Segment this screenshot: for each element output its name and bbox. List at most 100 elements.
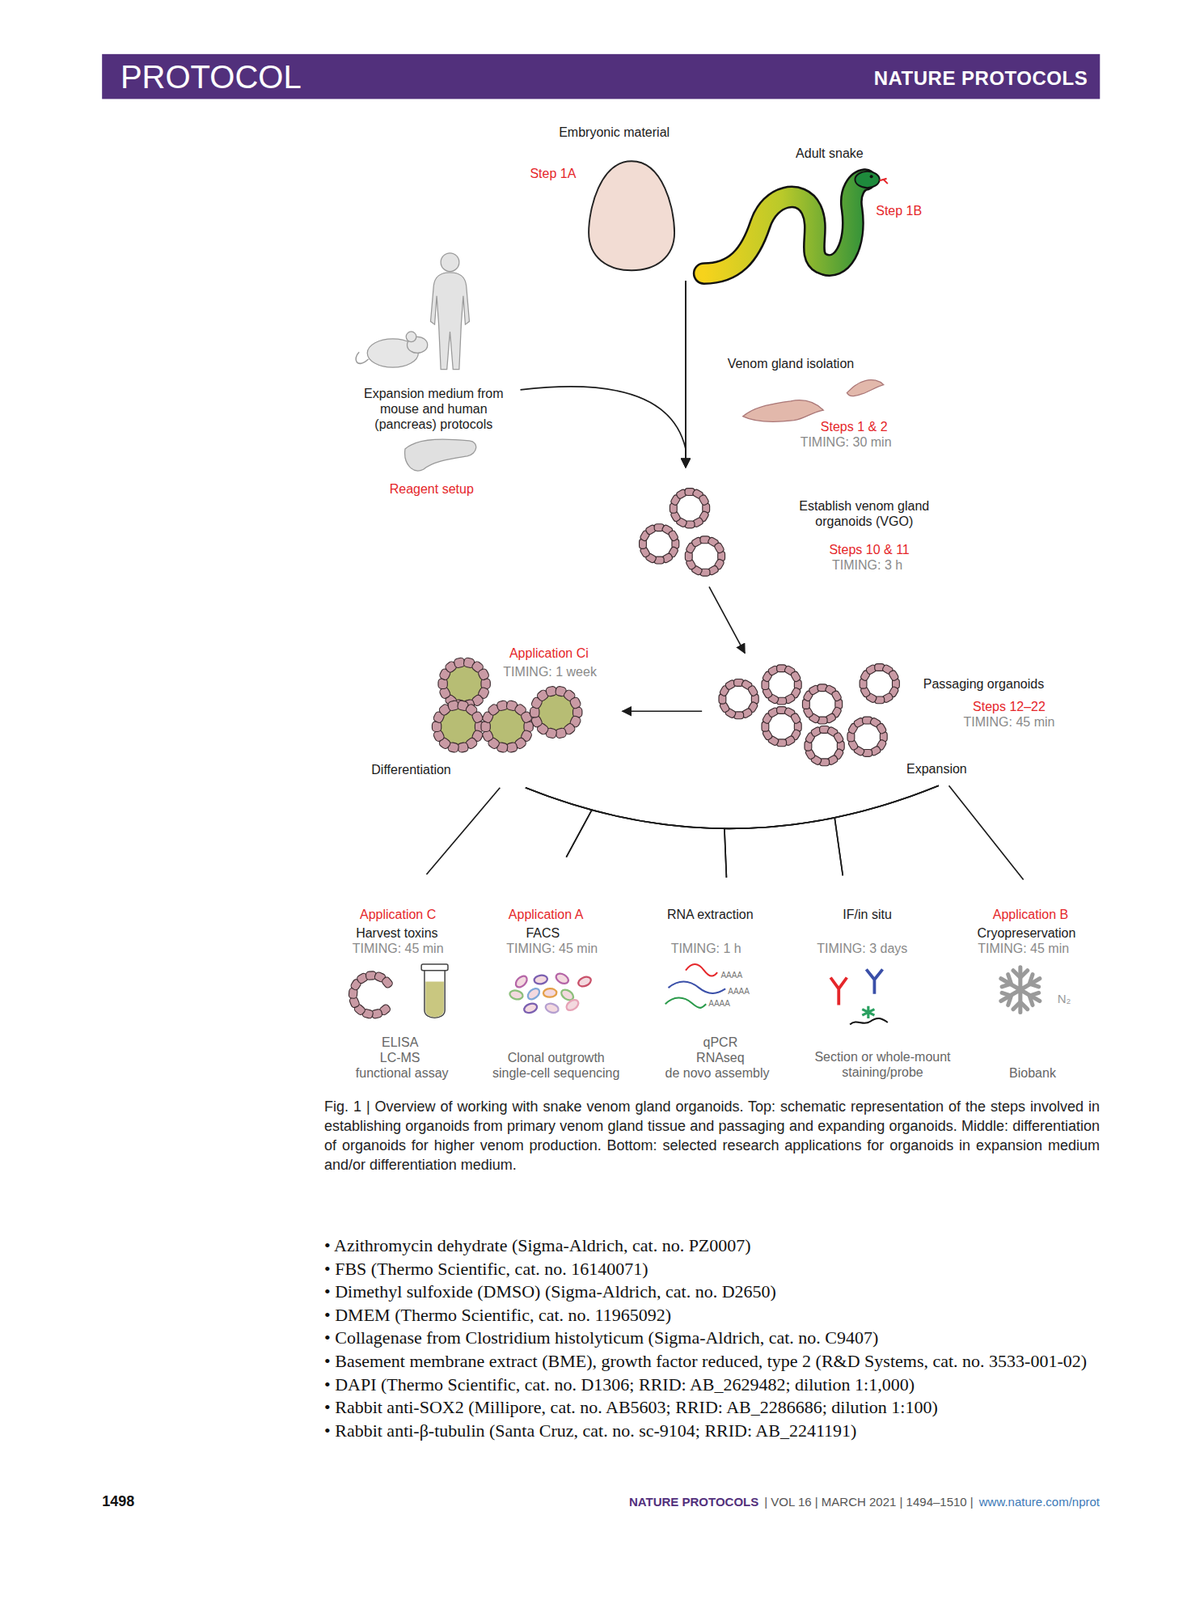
- snake-tongue: [879, 178, 888, 184]
- stage-text: Establish venom gland organoids (VGO): [792, 498, 936, 529]
- snowflake-branch: [1013, 970, 1028, 1010]
- organoid-cell: [523, 721, 533, 732]
- antibody-symbol: [866, 968, 883, 993]
- stage-text: Clonal outgrowth: [507, 1048, 605, 1065]
- organoid-cell: [471, 710, 485, 724]
- human-body: [430, 272, 470, 370]
- antibody-symbol: [830, 976, 847, 1005]
- mouse-ear: [405, 331, 417, 343]
- organoid-cell: [698, 494, 710, 507]
- page-number: 1498: [101, 1491, 135, 1509]
- reagent-item: • Dimethyl sulfoxide (DMSO) (Sigma-Aldri…: [324, 1280, 1100, 1304]
- stage-text: LC-MS: [380, 1048, 421, 1065]
- stage-text: Passaging organoids: [923, 675, 1044, 692]
- footer-url: www.nature.com/nprot: [979, 1494, 1100, 1509]
- stage-text: Steps 1 & 2: [820, 418, 888, 435]
- snowflake-arm: [1001, 967, 1040, 1013]
- flow-connector: [525, 787, 592, 858]
- probe-strand: [849, 1018, 888, 1025]
- reagent-item: • DAPI (Thermo Scientific, cat. no. D130…: [324, 1372, 1100, 1397]
- stage-text: Steps 10 & 11: [828, 540, 909, 557]
- flow-connector: [684, 280, 687, 468]
- organoid-cell: [481, 678, 491, 689]
- stage-group: RNA extractionTIMING: 1 hqPCRRNAseqde no…: [653, 877, 782, 1083]
- stage-text: FACS: [525, 924, 560, 940]
- tube-liquid: [425, 981, 444, 1018]
- rna-strand: [668, 981, 727, 993]
- sorted-cell: [525, 985, 541, 1002]
- sorted-cell: [543, 988, 558, 997]
- snowflake-branch: [1001, 974, 1039, 1006]
- flow-connector: [622, 709, 702, 712]
- rna-strand: [665, 997, 706, 1008]
- stage-text: qPCR: [703, 1033, 739, 1049]
- organoid-cell: [789, 712, 802, 725]
- organoid-cell: [667, 529, 680, 542]
- stage-text: Application B: [992, 906, 1069, 922]
- stage-text: Application Ci: [509, 645, 589, 661]
- stage-text: Harvest toxins: [355, 924, 438, 940]
- flow-connector: [949, 785, 1024, 879]
- header-bar: [101, 54, 1100, 100]
- stage-text: TIMING: 45 min: [977, 939, 1069, 955]
- human-head: [440, 253, 460, 272]
- stage-text: TIMING: 45 min: [352, 939, 444, 955]
- stage-text: Adult snake: [795, 145, 864, 161]
- reagent-item: • Rabbit anti-β-tubulin (Santa Cruz, cat…: [324, 1419, 1100, 1443]
- organoid-cell: [477, 667, 491, 681]
- stage-text: TIMING: 3 h: [832, 556, 903, 572]
- reagent-item: • Azithromycin dehydrate (Sigma-Aldrich,…: [324, 1233, 1100, 1258]
- stage-group: Application AFACSTIMING: 45 minClonal ou…: [484, 857, 633, 1084]
- organoid-cell: [887, 669, 900, 682]
- stage-text: TIMING: 45 min: [963, 713, 1056, 729]
- sorted-cell: [533, 974, 549, 985]
- tube-cap: [421, 963, 448, 971]
- stage-text: TIMING: 45 min: [506, 939, 598, 955]
- stage-text: Application C: [359, 906, 436, 922]
- organoid-cell: [747, 684, 759, 698]
- stage-group: Application C Harvest toxinsTIMING: 45 mi…: [336, 874, 459, 1083]
- venom-gland: [743, 400, 824, 423]
- flow-connector: [684, 280, 687, 468]
- organoid-cell: [832, 731, 845, 744]
- stage-text: Venom gland isolation: [727, 355, 855, 372]
- stage-group: Adult snakeStep 1B: [685, 142, 934, 281]
- stage-text: Embryonic material: [558, 123, 670, 140]
- polya-tail: AAAA: [720, 969, 743, 979]
- stage-text: TIMING: 1 week: [502, 663, 597, 680]
- running-head: PROTOCOL: [120, 58, 302, 95]
- stage-text: Expansion medium from mouse and human (p…: [357, 384, 511, 431]
- stage-group: Expansion medium from mouse and human (p…: [351, 245, 520, 503]
- pancreas-shape: [405, 439, 477, 471]
- stage-text: Cryopreservation: [977, 924, 1077, 940]
- flow-connector: [566, 785, 939, 857]
- organoid-cell: [569, 696, 583, 710]
- footer-volume: | VOL 16 | MARCH 2021 | 1494–1510 |: [764, 1494, 974, 1509]
- stage-text: RNAseq: [696, 1048, 745, 1065]
- reagent-item: • Basement membrane extract (BME), growt…: [324, 1349, 1100, 1373]
- journal-name: NATURE PROTOCOLS: [874, 67, 1088, 90]
- snake-outline: [704, 179, 866, 274]
- sorted-cell: [523, 1001, 539, 1014]
- footer-journal: NATURE PROTOCOLS: [629, 1494, 759, 1509]
- flow-connector: [525, 787, 727, 878]
- flow-connector: [525, 787, 843, 876]
- stage-text: single-cell sequencing: [492, 1064, 620, 1080]
- stage-group: Application CiTIMING: 1 weekDifferentiat…: [362, 640, 623, 788]
- stage-text: ELISA: [381, 1033, 419, 1049]
- stage-text: Section or whole-mount staining/probe: [806, 1048, 959, 1080]
- figure-caption: Fig. 1 | Overview of working with snake …: [324, 1096, 1100, 1175]
- organoid-cell: [481, 721, 491, 732]
- flow-connector: [426, 787, 500, 875]
- page-footer: NATURE PROTOCOLS | VOL 16 | MARCH 2021 | …: [629, 1494, 1100, 1509]
- flow-connector: [709, 586, 745, 653]
- sorted-cell: [564, 997, 581, 1013]
- stage-group: Establish venom gland organoids (VGO) Ste…: [637, 467, 939, 588]
- reagent-list: • Azithromycin dehydrate (Sigma-Aldrich,…: [324, 1233, 1100, 1442]
- stage-group: Application B CryopreservationTIMING: 45 …: [969, 878, 1092, 1083]
- flow-connector: [520, 386, 686, 468]
- organoid-cell: [573, 706, 583, 718]
- stage-group: Venom gland isolationSteps 1 & 2TIMING: …: [719, 351, 904, 453]
- stage-text: de novo assembly: [665, 1064, 770, 1080]
